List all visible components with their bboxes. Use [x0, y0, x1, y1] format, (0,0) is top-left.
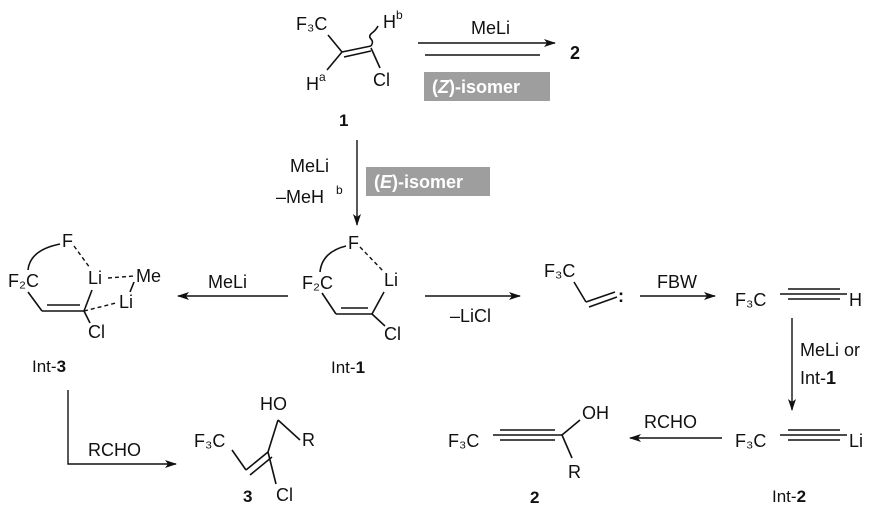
arrow-to-int2: MeLi or Int-1	[788, 318, 860, 411]
int-1-label: Int-1	[331, 358, 365, 377]
reagent-line2-superscript: b	[336, 183, 343, 197]
vinylidene-carbene: F₃C :	[544, 261, 624, 308]
bond	[27, 291, 43, 312]
bond-c-oh	[561, 419, 581, 436]
down-arrow-reaction: MeLi –MeH b (E)-isomer	[276, 140, 490, 226]
reagent-line2: Int-1	[800, 368, 836, 388]
li-me-coordination	[107, 275, 135, 279]
reagent-label: –LiCl	[450, 306, 491, 326]
r-group: R	[302, 430, 315, 450]
carbene-lone-pair: :	[618, 286, 624, 306]
c-li-coordination	[83, 302, 117, 312]
reagent-label: MeLi	[208, 272, 247, 292]
arrow-int1-to-carbene: –LiCl	[425, 292, 521, 326]
h-atom: H	[849, 290, 862, 310]
bond-c-li	[371, 291, 385, 315]
cl-atom: Cl	[373, 70, 390, 90]
bond	[573, 281, 587, 303]
bond	[231, 449, 247, 471]
li-atom: Li	[384, 270, 398, 290]
double-bond	[249, 456, 273, 476]
reagent-label: MeLi	[471, 18, 510, 38]
product-2: F₃C OH R 2	[448, 403, 609, 507]
double-bond	[245, 451, 269, 471]
ho-group: HO	[260, 394, 287, 414]
wavy-bond	[368, 25, 379, 47]
f2c-group: F₂C	[8, 271, 39, 291]
hb-atom: H	[383, 12, 396, 32]
double-bond	[588, 296, 618, 308]
cl-atom: Cl	[276, 485, 293, 505]
compound-number-3: 3	[243, 487, 252, 506]
r-group: R	[568, 462, 581, 482]
f2c-group: F₂C	[302, 273, 333, 293]
bond-c-cl	[267, 451, 277, 485]
f-atom: F	[62, 231, 73, 251]
me-group: Me	[136, 266, 161, 286]
li-atom-top: Li	[88, 268, 102, 288]
int-3-label: Int-3	[32, 357, 66, 376]
f-atom: F	[348, 233, 359, 253]
bond-c-f	[27, 243, 61, 271]
cf3-group: F₃C	[194, 431, 225, 451]
ha-superscript: a	[319, 70, 326, 84]
bond	[370, 47, 381, 69]
bond-c-r	[561, 434, 573, 459]
e-isomer-label: (E)-isomer	[374, 172, 463, 192]
cf3-group: F₃C	[735, 431, 766, 451]
bond-c-c	[267, 419, 279, 453]
reagent-line2: –MeH	[276, 187, 324, 207]
cf3-group: F₃C	[735, 290, 766, 310]
bond	[327, 34, 343, 53]
bond-c-cl	[83, 310, 91, 324]
bond-c-li	[83, 289, 93, 312]
z-isomer-label: (Z)-isomer	[432, 77, 520, 97]
cl-atom: Cl	[88, 322, 105, 342]
bond-me-li	[129, 281, 135, 293]
cf3-group: F₃C	[448, 431, 479, 451]
li-atom: Li	[849, 431, 863, 451]
arrow-fbw: FBW	[640, 272, 716, 300]
ha-atom: H	[306, 74, 319, 94]
arrow-int3-to-3: RCHO	[67, 390, 177, 468]
li-atom-bottom: Li	[119, 292, 133, 312]
bond	[321, 292, 337, 315]
bond-c-f	[319, 245, 347, 273]
int-2: F₃C Li Int-2	[735, 429, 863, 506]
oh-group: OH	[582, 403, 609, 423]
f-li-coordination	[73, 245, 91, 269]
arrow-int2-to-2: RCHO	[629, 412, 722, 442]
product-3: F₃C HO R Cl 3	[194, 394, 315, 506]
z-isomer-box	[424, 72, 550, 101]
hb-superscript: b	[396, 8, 403, 22]
bond-c-cl	[371, 313, 386, 327]
reagent-label: RCHO	[88, 440, 141, 460]
int-3: F F₂C Li Me Li Cl Int-3	[8, 231, 161, 376]
reagent-label: RCHO	[644, 412, 697, 432]
bond	[326, 51, 343, 71]
compound-1: F₃C H b H a Cl 1	[296, 8, 403, 130]
f-li-coordination	[359, 246, 385, 273]
e-isomer-box	[366, 167, 490, 196]
compound-number-1: 1	[339, 111, 348, 130]
trifluoropropyne: F₃C H	[735, 288, 862, 310]
double-bond	[585, 291, 616, 303]
cf3-group: F₃C	[296, 14, 327, 34]
product-number-2: 2	[570, 43, 580, 63]
reagent-label: FBW	[657, 272, 697, 292]
int-2-label: Int-2	[772, 487, 806, 506]
double-bond	[343, 50, 372, 58]
bond-c-r	[277, 419, 301, 441]
top-arrow-reaction: MeLi 2 (Z)-isomer	[418, 18, 580, 101]
reaction-arrow	[67, 390, 177, 468]
double-bond	[341, 45, 372, 53]
compound-number-2: 2	[530, 488, 539, 507]
reagent-line1: MeLi or	[800, 340, 860, 360]
cf3-group: F₃C	[544, 261, 575, 281]
reagent-line1: MeLi	[290, 156, 329, 176]
arrow-int1-to-int3: MeLi	[177, 272, 288, 300]
cl-atom: Cl	[384, 324, 401, 344]
int-1: F F₂C Li Cl Int-1	[302, 233, 401, 377]
